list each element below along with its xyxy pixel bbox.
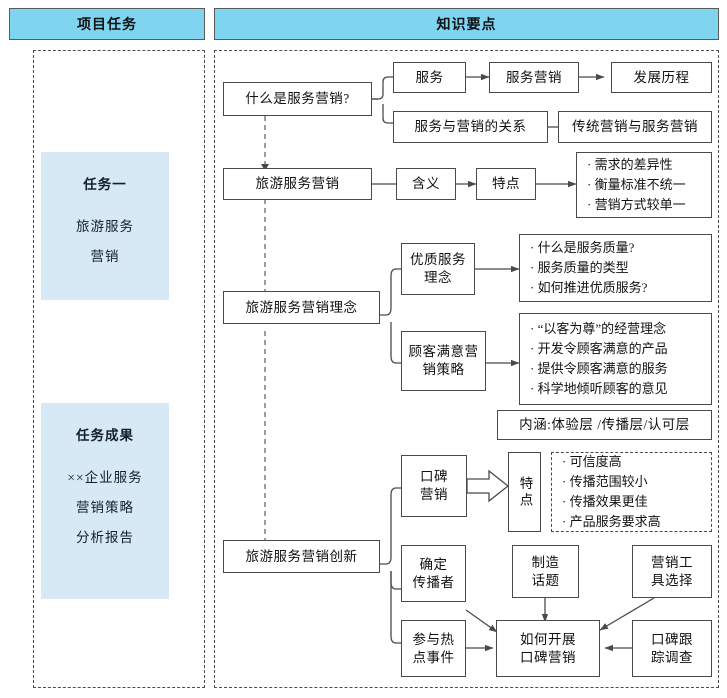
- node-label-line-1: 顾客满意营: [408, 344, 479, 359]
- node-label-line-2: 具选择: [651, 572, 693, 588]
- node-quality-service-concept[interactable]: 优质服务 理念: [401, 243, 475, 295]
- node-label-line-1: 制造: [531, 554, 560, 570]
- node-label-line-2: 话题: [531, 572, 560, 588]
- node-label-line-2: 理念: [424, 270, 452, 285]
- column-header-knowledge-points: 知识要点: [214, 8, 719, 40]
- node-label-line-1: 优质服务: [410, 252, 466, 267]
- list-tourism-service-marketing-features: 需求的差异性 衡量标准不统一 营销方式较单一: [576, 152, 712, 218]
- node-create-topic[interactable]: 制造 话题: [512, 545, 579, 598]
- task-one-line-1: 旅游服务: [76, 219, 134, 234]
- node-word-of-mouth-marketing[interactable]: 口碑 营销: [401, 455, 467, 517]
- list-item: 什么是服务质量?: [530, 238, 703, 258]
- node-traditional-vs-service-marketing[interactable]: 传统营销与服务营销: [558, 111, 712, 143]
- task-result-title: 任务成果: [76, 428, 134, 443]
- list-item: 开发令顾客满意的产品: [530, 339, 703, 359]
- list-service-quality: 什么是服务质量? 服务质量的类型 如何推进优质服务?: [519, 234, 712, 302]
- list-item: 可信度高: [562, 452, 703, 472]
- node-tourism-service-marketing[interactable]: 旅游服务营销: [223, 168, 372, 200]
- node-marketing-tool-selection[interactable]: 营销工 具选择: [632, 545, 712, 598]
- node-label-line-1: 口碑: [420, 469, 448, 484]
- node-how-to-do-wom-marketing[interactable]: 如何开展 口碑营销: [496, 620, 600, 677]
- node-identify-spreader[interactable]: 确定 传播者: [401, 545, 466, 602]
- list-item: 提供令顾客满意的服务: [530, 359, 703, 379]
- node-label-line-2: 点事件: [412, 649, 455, 665]
- list-customer-satisfaction: “以客为尊”的经营理念 开发令顾客满意的产品 提供令顾客满意的服务 科学地倾听顾…: [519, 313, 712, 405]
- task-result-line-3: 分析报告: [76, 530, 134, 545]
- list-item: 如何推进优质服务?: [530, 278, 703, 298]
- node-label-line-2: 踪调查: [651, 649, 693, 665]
- node-meaning[interactable]: 含义: [396, 168, 456, 200]
- node-customer-satisfaction-strategy[interactable]: 顾客满意营 销策略: [401, 331, 486, 391]
- list-wom-features: 可信度高 传播范围较小 传播效果更佳 产品服务要求高: [551, 452, 712, 532]
- column-header-project-task: 项目任务: [9, 8, 205, 40]
- task-one-title: 任务一: [83, 177, 127, 192]
- node-label-line-2: 口碑营销: [520, 649, 576, 665]
- node-tourism-service-marketing-concept[interactable]: 旅游服务营销理念: [223, 291, 380, 324]
- node-label-line-1: 确定: [419, 556, 448, 572]
- node-service[interactable]: 服务: [393, 62, 466, 93]
- list-item: 传播效果更佳: [562, 492, 703, 512]
- node-service-marketing[interactable]: 服务营销: [489, 62, 579, 93]
- task-result-line-1: ××企业服务: [67, 470, 143, 485]
- task-card-task-result: 任务成果 ××企业服务 营销策略 分析报告: [41, 403, 169, 599]
- task-result-line-2: 营销策略: [76, 500, 134, 515]
- node-features[interactable]: 特点: [476, 168, 536, 200]
- list-item: 产品服务要求高: [562, 512, 703, 532]
- node-join-hot-events[interactable]: 参与热 点事件: [401, 620, 466, 677]
- node-label-line-1: 口碑跟: [651, 631, 693, 647]
- left-panel-frame: [33, 50, 205, 688]
- node-wom-features[interactable]: 特点: [508, 452, 541, 532]
- right-panel-frame: [214, 50, 719, 688]
- task-one-line-2: 营销: [90, 249, 120, 264]
- node-development-history[interactable]: 发展历程: [611, 62, 712, 93]
- node-connotation[interactable]: 内涵:体验层 /传播层/认可层: [497, 410, 712, 440]
- list-item: 营销方式较单一: [587, 195, 703, 215]
- list-item: 衡量标准不统一: [587, 175, 703, 195]
- node-what-is-service-marketing[interactable]: 什么是服务营销?: [223, 82, 372, 116]
- list-item: 需求的差异性: [587, 155, 703, 175]
- task-card-task-one: 任务一 旅游服务 营销: [41, 152, 169, 300]
- node-label-line-1: 参与热: [412, 631, 455, 647]
- node-label-line-1: 如何开展: [520, 631, 576, 647]
- node-label-line-2: 销策略: [422, 362, 465, 377]
- node-tourism-service-marketing-innovation[interactable]: 旅游服务营销创新: [223, 540, 380, 573]
- list-item: “以客为尊”的经营理念: [530, 319, 703, 339]
- list-item: 服务质量的类型: [530, 258, 703, 278]
- node-label-line-2: 营销: [420, 487, 448, 502]
- node-label-line-1: 营销工: [651, 554, 693, 570]
- node-service-marketing-relation[interactable]: 服务与营销的关系: [393, 111, 548, 143]
- node-label-line-2: 传播者: [412, 574, 455, 590]
- list-item: 科学地倾听顾客的意见: [530, 379, 703, 399]
- node-wom-tracking-survey[interactable]: 口碑跟 踪调查: [632, 620, 712, 677]
- list-item: 传播范围较小: [562, 472, 703, 492]
